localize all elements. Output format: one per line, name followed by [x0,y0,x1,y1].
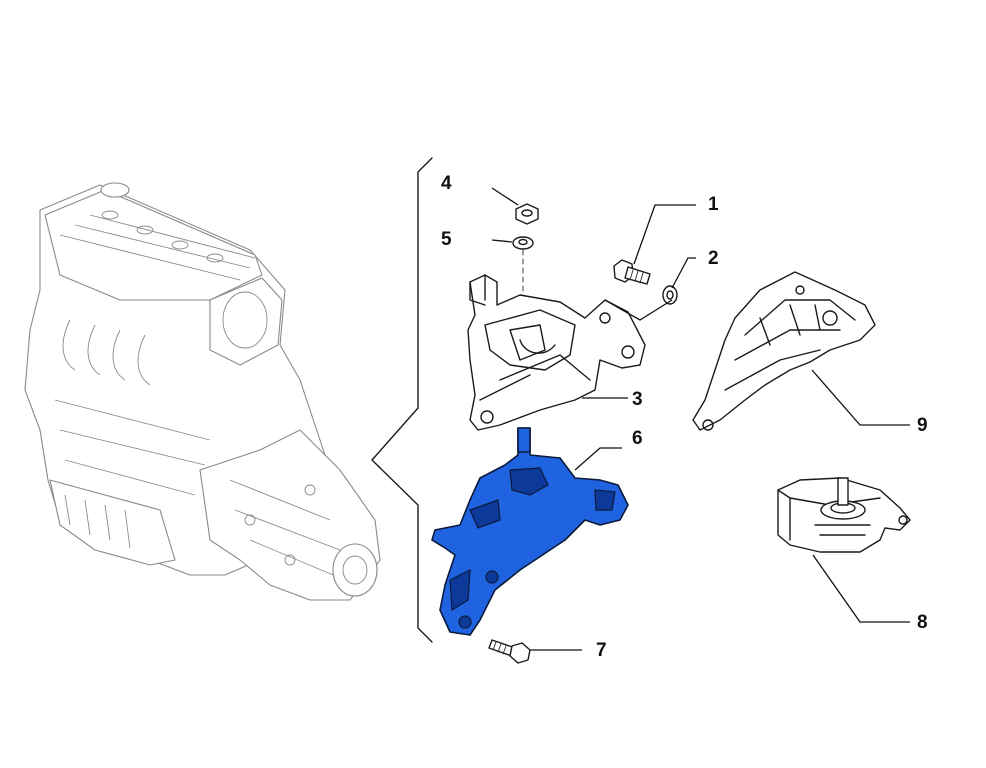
bolt-part [613,259,651,285]
side-bracket-part [692,271,876,431]
small-washer-part [662,285,678,305]
group-bracket [371,157,433,643]
callout-7: 7 [596,640,607,661]
callout-8: 8 [917,612,928,633]
callout-6: 6 [632,428,643,449]
nut-part [515,203,539,225]
engine-assembly [24,182,381,601]
long-bolt-part [488,639,531,664]
engine-mount-bracket-part [467,274,646,431]
callout-4: 4 [441,173,452,194]
callout-2: 2 [708,248,719,269]
rubber-mount-part [777,477,911,553]
callout-labels: 1 2 3 4 5 6 7 8 9 [441,173,928,661]
callout-1: 1 [708,194,719,215]
callout-9: 9 [917,415,928,436]
support-bracket-part [431,427,629,636]
callout-5: 5 [441,229,452,250]
washer-part [512,236,534,301]
leader-lines [491,187,910,651]
callout-3: 3 [632,389,643,410]
